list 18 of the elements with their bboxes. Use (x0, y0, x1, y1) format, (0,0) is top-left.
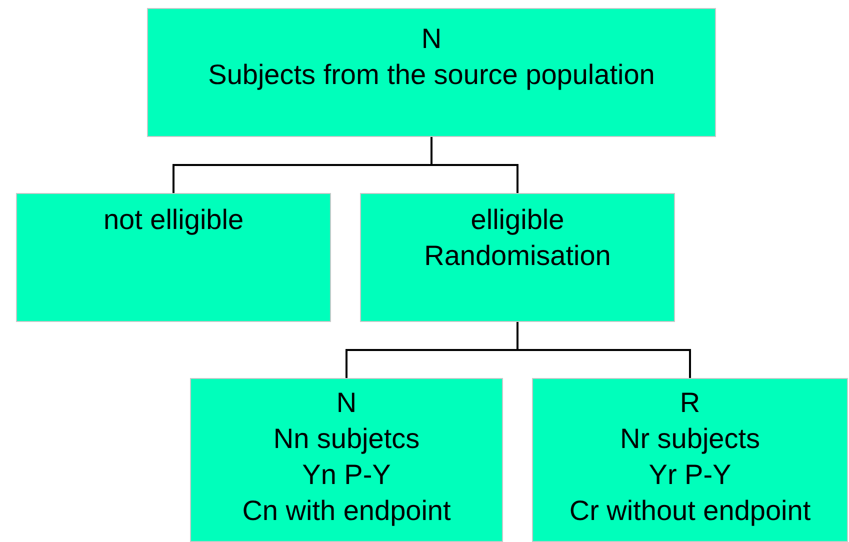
box-text: N (335, 386, 358, 420)
process-box (16, 193, 331, 322)
box-text: N (420, 22, 443, 56)
box-text: Subjects from the source population (207, 58, 656, 92)
process-box (147, 8, 716, 137)
box-text: Randomisation (423, 239, 612, 273)
box-text: Nr subjects (618, 422, 762, 456)
box-text: Cr without endpoint (568, 494, 812, 528)
process-box (360, 193, 675, 322)
box-text: elligible (470, 203, 566, 237)
box-text: Yr P-Y (648, 458, 732, 492)
box-text: Yn P-Y (301, 458, 392, 492)
process-box (532, 378, 848, 542)
box-text: Nn subjetcs (272, 422, 421, 456)
process-box (190, 378, 503, 542)
box-text: not elligible (102, 203, 245, 237)
box-text: Cn with endpoint (241, 494, 452, 528)
box-text: R (678, 386, 702, 420)
